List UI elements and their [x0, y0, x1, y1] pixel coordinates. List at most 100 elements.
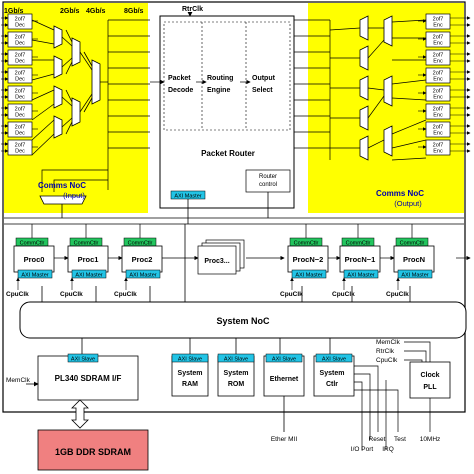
proc-stack: Proc3... — [197, 239, 245, 275]
router-pipeline — [163, 21, 291, 131]
processor-name: Proc0 — [24, 255, 45, 264]
processor-name: ProcN−2 — [293, 255, 324, 264]
pll-out-cpuclk: CpuClk — [376, 357, 398, 364]
encoder-label-l1: 2of7 — [433, 71, 444, 77]
rate-2gbs: 2Gb/s — [60, 8, 80, 15]
sdram-interface-label: PL340 SDRAM I/F — [55, 374, 122, 383]
encoder-label-l2: Enc — [433, 59, 443, 65]
decoder-label-l1: 2of7 — [15, 35, 26, 41]
proc-axi-master — [17, 269, 53, 279]
router-clk-label: RtrClk — [182, 6, 203, 13]
system-noc-label: System NoC — [216, 316, 270, 326]
ether-mii-label: Ether MII — [271, 436, 298, 443]
proc-axi-master-label: AXI Master — [401, 273, 428, 279]
ethernet — [263, 355, 305, 397]
proc-axi-master-label: AXI Master — [295, 273, 322, 279]
processor-box — [121, 245, 163, 273]
rate-4gbs: 4Gb/s — [86, 8, 106, 15]
decoder-label-l2: Dec — [15, 95, 25, 101]
comms-controller-label: CommCtlr — [128, 241, 153, 247]
pll-label-l1: Clock — [420, 372, 439, 379]
encoder-label-l2: Enc — [433, 131, 443, 137]
encoder-label-l2: Enc — [433, 95, 443, 101]
encoder-label-l1: 2of7 — [433, 53, 444, 59]
output-demux-tree — [359, 15, 393, 161]
comms-noc-input-title: Comms NoC — [38, 181, 86, 190]
decoder-column: 2of7Dec2of7Dec2of7Dec2of7Dec2of7Dec2of7D… — [1, 13, 38, 156]
rate-1gbs: 1Gb/s — [4, 8, 24, 15]
sysctlr-io-lines — [354, 365, 399, 450]
proc-axi-master-label: AXI Master — [347, 273, 374, 279]
decoder-label-l2: Dec — [15, 23, 25, 29]
sdram-double-arrow — [71, 399, 89, 429]
cpu-clk-label: CpuClk — [386, 291, 409, 298]
encoder-column: 2of7Enc2of7Enc2of7Enc2of7Enc2of7Enc2of7E… — [418, 13, 471, 156]
pll-label-l2: PLL — [423, 384, 437, 391]
chip-boundary — [2, 1, 466, 413]
decoder-label-l2: Dec — [15, 59, 25, 65]
processor-name: Proc2 — [132, 255, 153, 264]
ram-label-l2: RAM — [182, 381, 198, 388]
proc-to-noc-links — [41, 224, 411, 302]
sysctlr-label-l1: System — [320, 370, 345, 377]
proc-axi-master-label: AXI Master — [75, 273, 102, 279]
encoder-label-l1: 2of7 — [433, 125, 444, 131]
proc-stack-label: Proc3... — [204, 258, 229, 265]
decoder-label-l1: 2of7 — [15, 89, 26, 95]
cpu-clk-label: CpuClk — [6, 291, 29, 298]
rom-axi-slave-label: AXI Slave — [224, 357, 248, 363]
rom-label-l1: System — [224, 370, 249, 377]
ddr-sdram-label: 1GB DDR SDRAM — [55, 447, 131, 457]
routing-engine-l2: Engine — [207, 87, 230, 94]
comms-noc-input-sub: (Input) — [63, 191, 85, 200]
packet-router-title: Packet Router — [201, 149, 255, 158]
sysctlr-axi-slave — [315, 353, 353, 363]
decoder-label-l1: 2of7 — [15, 53, 26, 59]
processor-box — [67, 245, 109, 273]
processor-box — [287, 245, 329, 273]
cpu-clk-label: CpuClk — [332, 291, 355, 298]
irq-label: IRQ — [382, 446, 394, 453]
clock-pll — [409, 361, 451, 399]
encoder-label-l1: 2of7 — [433, 17, 444, 23]
encoder-label-l2: Enc — [433, 23, 443, 29]
cpu-clk-label: CpuClk — [114, 291, 137, 298]
encoder-label-l2: Enc — [433, 149, 443, 155]
packet-decode-l2: Decode — [168, 87, 193, 94]
proc-axi-master-label: AXI Master — [21, 273, 48, 279]
ddr-sdram — [37, 429, 149, 471]
ram-axi-slave — [171, 353, 209, 363]
io-port-label: I/O Port — [351, 446, 374, 453]
decoder-label-l2: Dec — [15, 113, 25, 119]
cpu-clk-label: CpuClk — [60, 291, 83, 298]
noc-to-peripherals — [81, 338, 331, 354]
router-control-l2: control — [259, 182, 277, 188]
output-fanout — [329, 19, 427, 161]
processor-name: ProcN — [403, 255, 425, 264]
comms-noc-output-sub: (Output) — [394, 199, 422, 208]
encoder-label-l1: 2of7 — [433, 143, 444, 149]
comms-noc-output-title: Comms NoC — [376, 189, 424, 198]
decoder-label-l1: 2of7 — [15, 125, 26, 131]
comms-controller-label: CommCtlr — [20, 241, 45, 247]
input-mux-tree — [53, 25, 101, 139]
proc-axi-master — [397, 269, 433, 279]
processor-box — [13, 245, 55, 273]
sysctlr-label-l2: Ctlr — [326, 381, 338, 388]
ram-axi-slave-label: AXI Slave — [178, 357, 202, 363]
encoder-label-l2: Enc — [433, 113, 443, 119]
comms-noc-input-mux — [39, 195, 87, 205]
rom-axi-slave — [217, 353, 255, 363]
